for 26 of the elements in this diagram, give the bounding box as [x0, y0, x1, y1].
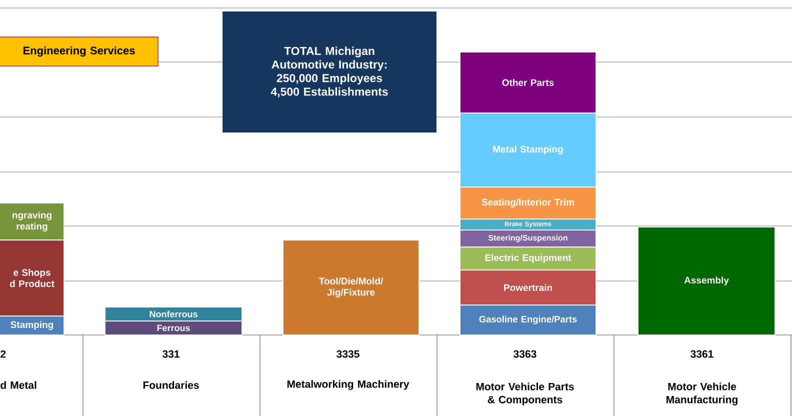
category-name: Metalworking Machinery [287, 380, 410, 390]
category-name: Motor Vehicle Manufacturing [666, 382, 738, 406]
bar-segment: Other Parts [460, 52, 596, 114]
bar-segment: Stamping [0, 316, 64, 336]
category-code: 331 [162, 350, 180, 358]
bar-segment: Powertrain [460, 270, 596, 306]
bar-segment: Tool/Die/Mold/ Jig/Fixture [282, 240, 420, 336]
bar-segment: e Shops d Product [0, 240, 64, 316]
bar-segment: Assembly [638, 226, 776, 336]
category-code: 3363 [514, 350, 536, 358]
category-name: Motor Vehicle Parts & Components [476, 382, 574, 406]
category-code: 2 [0, 350, 6, 358]
bar-segment: Seating/Interior Trim [460, 186, 596, 220]
bar-segment: Metal Stamping [460, 112, 596, 188]
category-name: Foundaries [143, 381, 199, 389]
bar-segment: ngraving reating [0, 202, 64, 240]
bar-segment: Steering/Suspension [460, 230, 596, 248]
bar-segment: Gasoline Engine/Parts [460, 304, 596, 336]
bar-segment: Nonferrous [104, 306, 242, 322]
category-code: 3335 [336, 350, 360, 358]
title-box: TOTAL Michigan Automotive Industry: 250,000 Employees 4,500 Establishments [222, 12, 436, 132]
category-code: 3361 [690, 350, 714, 358]
bar-segment: Ferrous [104, 320, 242, 336]
label-box: Engineering Services [0, 36, 158, 66]
bar-segment: Electric Equipment [460, 246, 596, 270]
category-name: d Metal [0, 381, 36, 389]
